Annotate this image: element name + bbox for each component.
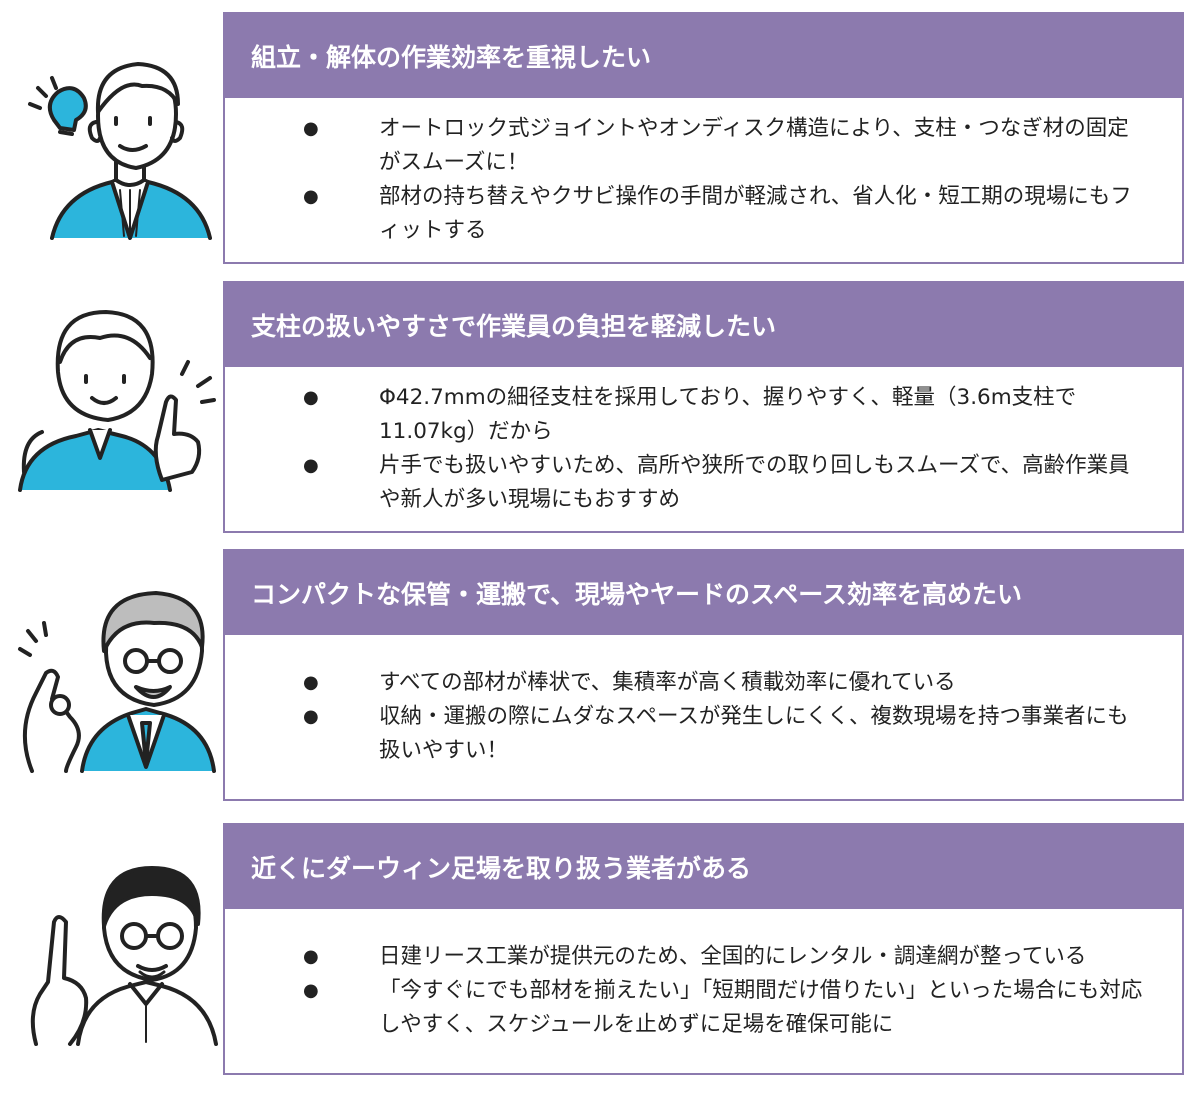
list-item: ●Φ42.7mmの細径支柱を採用しており、握りやすく、軽量（3.6m支柱で11.… (303, 381, 1146, 449)
elder-ok-avatar (18, 591, 216, 773)
card-heading: 近くにダーウィン足場を取り扱う業者がある (225, 825, 1182, 909)
woman-pointing-avatar (18, 310, 216, 492)
bullet-icon: ● (303, 118, 319, 139)
man-glasses-avatar (30, 866, 218, 1046)
list-item: ●部材の持ち替えやクサビ操作の手間が軽減され、省人化・短工期の現場にもフィットす… (303, 180, 1146, 248)
reason-card-3: コンパクトな保管・運搬で、現場やヤードのスペース効率を高めたい ●すべての部材が… (223, 549, 1184, 801)
point-list: ●オートロック式ジョイントやオンディスク構造により、支柱・つなぎ材の固定がスムー… (303, 112, 1146, 248)
list-item: ●日建リース工業が提供元のため、全国的にレンタル・調達網が整っている (303, 940, 1146, 974)
lightbulb-icon (28, 76, 88, 136)
list-item: ●すべての部材が棒状で、集積率が高く積載効率に優れている (303, 666, 1146, 700)
bullet-icon: ● (303, 946, 319, 967)
list-item: ●オートロック式ジョイントやオンディスク構造により、支柱・つなぎ材の固定がスムー… (303, 112, 1146, 180)
reason-card-2: 支柱の扱いやすさで作業員の負担を軽減したい ●Φ42.7mmの細径支柱を採用して… (223, 281, 1184, 533)
list-item: ●片手でも扱いやすいため、高所や狭所での取り回しもスムーズで、高齢作業員や新人が… (303, 449, 1146, 517)
reason-card-1: 組立・解体の作業効率を重視したい ●オートロック式ジョイントやオンディスク構造に… (223, 12, 1184, 264)
point-list: ●日建リース工業が提供元のため、全国的にレンタル・調達網が整っている ●「今すぐ… (303, 940, 1146, 1042)
bullet-icon: ● (303, 186, 319, 207)
bullet-icon: ● (303, 980, 319, 1001)
bullet-icon: ● (303, 706, 319, 727)
bullet-icon: ● (303, 455, 319, 476)
bullet-icon: ● (303, 672, 319, 693)
point-list: ●Φ42.7mmの細径支柱を採用しており、握りやすく、軽量（3.6m支柱で11.… (303, 381, 1146, 517)
bullet-icon: ● (303, 387, 319, 408)
man-idea-avatar (28, 62, 212, 240)
point-list: ●すべての部材が棒状で、集積率が高く積載効率に優れている ●収納・運搬の際にムダ… (303, 666, 1146, 768)
card-heading: 組立・解体の作業効率を重視したい (225, 14, 1182, 98)
reason-card-4: 近くにダーウィン足場を取り扱う業者がある ●日建リース工業が提供元のため、全国的… (223, 823, 1184, 1075)
list-item: ●「今すぐにでも部材を揃えたい」「短期間だけ借りたい」といった場合にも対応しやす… (303, 974, 1146, 1042)
card-body: ●日建リース工業が提供元のため、全国的にレンタル・調達網が整っている ●「今すぐ… (225, 909, 1182, 1073)
card-body: ●Φ42.7mmの細径支柱を採用しており、握りやすく、軽量（3.6m支柱で11.… (225, 367, 1182, 531)
card-heading: 支柱の扱いやすさで作業員の負担を軽減したい (225, 283, 1182, 367)
list-item: ●収納・運搬の際にムダなスペースが発生しにくく、複数現場を持つ事業者にも扱いやす… (303, 700, 1146, 768)
card-body: ●すべての部材が棒状で、集積率が高く積載効率に優れている ●収納・運搬の際にムダ… (225, 635, 1182, 799)
card-heading: コンパクトな保管・運搬で、現場やヤードのスペース効率を高めたい (225, 551, 1182, 635)
card-body: ●オートロック式ジョイントやオンディスク構造により、支柱・つなぎ材の固定がスムー… (225, 98, 1182, 262)
